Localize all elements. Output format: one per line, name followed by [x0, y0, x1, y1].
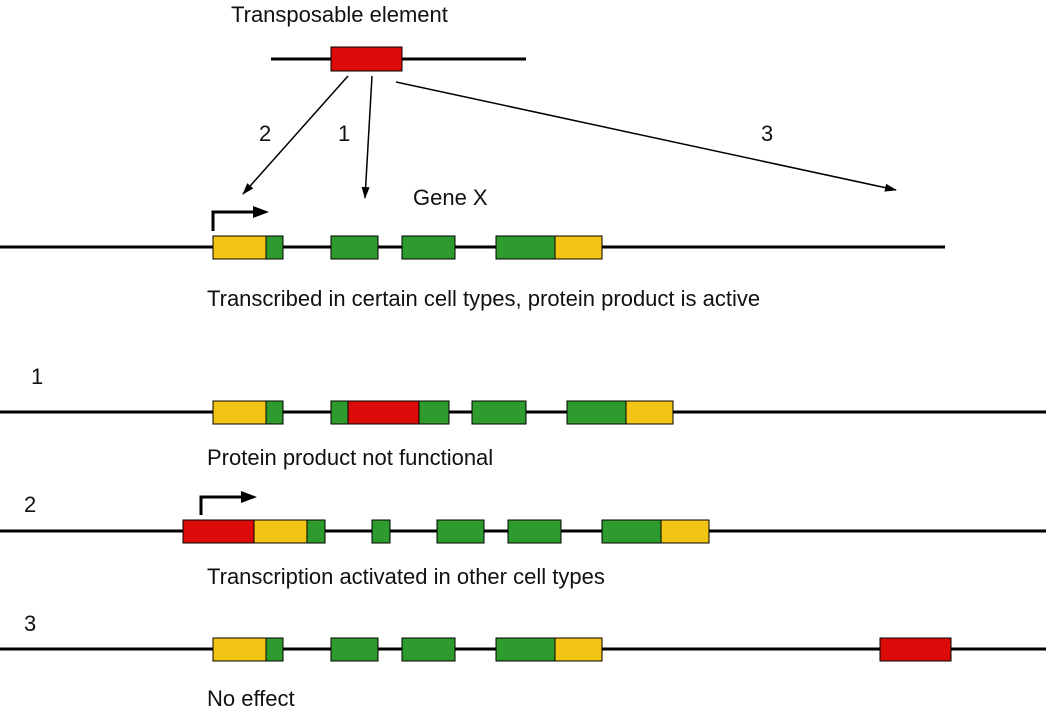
case-2-exon-4	[507, 519, 562, 544]
case-3-exon-4	[495, 637, 556, 662]
case-2-exons	[182, 519, 710, 544]
case-1-exon-2a	[330, 400, 349, 425]
case-3-utr-3	[554, 637, 603, 662]
promoter-arrowhead-gene-x	[253, 206, 269, 218]
promoter-arrowhead-case-2	[241, 491, 257, 503]
case-2-exon-2	[371, 519, 391, 544]
case-3-utr-5	[212, 637, 267, 662]
gene-x-utr-5	[212, 235, 267, 260]
gene-x-exon-3	[401, 235, 456, 260]
case-1-number: 1	[31, 364, 43, 389]
case-2-inserted-transposon	[182, 519, 255, 544]
insertion-arrow-1	[361, 75, 373, 199]
arrow-label-3: 3	[761, 121, 773, 146]
case-1-exon-3	[471, 400, 527, 425]
gene-x-exon-4	[495, 235, 556, 260]
gene-x-exons	[212, 235, 603, 260]
case-1-caption: Protein product not functional	[207, 445, 493, 470]
case-2-exon-5	[601, 519, 662, 544]
case-2-utr-3	[660, 519, 710, 544]
gene-x-title: Gene X	[413, 185, 488, 210]
insertion-arrow-3	[395, 81, 897, 192]
case-2-number: 2	[24, 492, 36, 517]
case-2-caption: Transcription activated in other cell ty…	[207, 564, 605, 589]
case-3-inserted-transposon	[879, 637, 952, 662]
case-3-exons	[212, 637, 952, 662]
case-3-number: 3	[24, 611, 36, 636]
case-2-exon-1	[306, 519, 326, 544]
promoter-arrow-gene-x	[211, 210, 257, 231]
case-3-exon-3	[401, 637, 456, 662]
transposable-element-title: Transposable element	[231, 2, 448, 27]
case-1-inserted-transposon	[347, 400, 420, 425]
gene-x-utr-3	[554, 235, 603, 260]
case-2-utr-5	[253, 519, 308, 544]
case-2-exon-3	[436, 519, 485, 544]
arrow-label-1: 1	[338, 121, 350, 146]
gene-x-exon-2	[330, 235, 379, 260]
case-1-utr-3	[625, 400, 674, 425]
case-3-exon-1	[265, 637, 284, 662]
normal-outcome-caption: Transcribed in certain cell types, prote…	[207, 286, 760, 311]
insertion-arrow-2	[242, 75, 349, 195]
arrow-label-2: 2	[259, 121, 271, 146]
case-1-exons	[212, 400, 674, 425]
case-1-exon-1	[265, 400, 284, 425]
case-1-exon-4	[566, 400, 627, 425]
transposable-element-box	[330, 46, 403, 72]
case-1-utr-5	[212, 400, 267, 425]
gene-x-exon-1	[265, 235, 284, 260]
case-3-caption: No effect	[207, 686, 295, 711]
case-3-exon-2	[330, 637, 379, 662]
case-1-exon-2b	[418, 400, 450, 425]
promoter-arrow-case-2	[199, 495, 245, 515]
